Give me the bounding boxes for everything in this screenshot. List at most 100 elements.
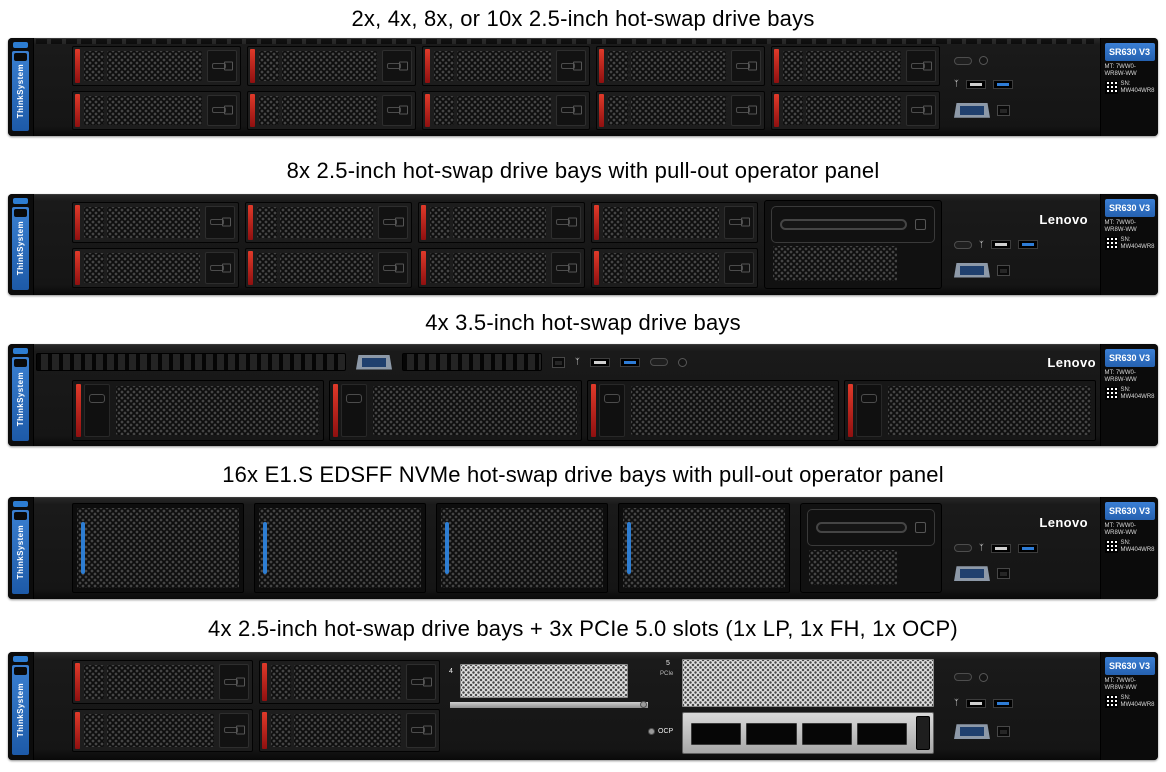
tray-vent <box>107 207 200 238</box>
drive-tray <box>596 90 766 130</box>
top-vent-slots <box>36 39 1094 44</box>
thinksystem-label: ThinkSystem <box>16 63 25 119</box>
vent-slots <box>36 353 346 371</box>
tray-handle <box>855 384 882 437</box>
vga-port <box>954 102 990 118</box>
tray-release-latch <box>421 250 426 285</box>
tray-vent-small <box>608 51 629 81</box>
qr-code <box>1104 387 1118 400</box>
power-button <box>954 673 972 682</box>
right-rack-ear: SR630 V3 MT: 7WW0-WR8W-WW SN: MW404WR8 <box>1100 344 1158 446</box>
tray-release-latch <box>75 250 80 285</box>
tray-release-latch <box>590 384 596 437</box>
tray-vent-small <box>257 252 277 283</box>
drive-bay-grid <box>72 46 940 130</box>
drive-tray-35 <box>843 380 1096 441</box>
thinksystem-tag: ThinkSystem <box>12 207 29 290</box>
usb3-port <box>619 357 640 367</box>
id-button <box>979 56 988 66</box>
drive-tray <box>591 247 758 288</box>
tray-vent <box>373 386 577 435</box>
usb2-port <box>990 240 1011 249</box>
tray-handle <box>724 251 754 284</box>
drive-tray <box>245 202 412 243</box>
sfp-port <box>746 723 797 745</box>
sfp-port <box>801 723 852 745</box>
tray-vent-small <box>608 95 629 125</box>
diagnostics-port <box>552 356 565 368</box>
tray-handle <box>206 50 237 82</box>
tray-vent-small <box>603 252 623 283</box>
qr-code <box>1104 695 1118 708</box>
lenovo-logo: Lenovo <box>1039 514 1088 530</box>
power-button <box>954 240 972 249</box>
tray-handle <box>406 712 436 748</box>
tray-vent <box>626 252 719 283</box>
tray-vent <box>631 51 727 81</box>
tray-release-latch <box>262 663 267 701</box>
serial-number-text: SN: MW404WR8 <box>1120 695 1155 708</box>
tray-vent <box>107 51 202 81</box>
usb-icon: ᛉ <box>954 698 959 707</box>
usb-icon: ᛉ <box>979 543 984 552</box>
tray-vent <box>107 95 202 125</box>
usb-icon: ᛉ <box>954 79 959 88</box>
usb2-port <box>965 698 986 708</box>
tray-vent <box>294 665 401 699</box>
tray-release-latch <box>248 205 253 240</box>
sfp-port <box>856 723 907 745</box>
diagnostics-port <box>997 264 1010 276</box>
tray-release-latch <box>594 250 599 285</box>
vga-port <box>356 354 392 370</box>
drive-tray <box>72 708 253 752</box>
tray-handle <box>206 94 237 126</box>
tray-vent-small <box>603 207 623 238</box>
front-io-panel: ᛉ <box>946 652 1096 760</box>
thumbscrew <box>648 728 655 735</box>
tray-vent <box>107 252 200 283</box>
tray-handle <box>906 94 936 126</box>
slot5-label: 5 <box>666 660 670 667</box>
pcie-slot4-lp-filler <box>460 664 628 698</box>
tray-release-latch <box>249 93 255 127</box>
operator-panel-handle-area <box>807 509 935 546</box>
usb2-port <box>965 79 986 89</box>
operator-panel-vent <box>809 549 897 585</box>
machine-type-text: MT: 7WW0-WR8W-WW <box>1104 370 1137 383</box>
tray-vent-small <box>433 95 454 125</box>
drive-tray <box>771 46 940 86</box>
model-badge: SR630 V3 <box>1104 657 1155 675</box>
qr-code <box>1104 237 1118 250</box>
tray-vent <box>806 95 901 125</box>
drive-activity-bar <box>445 521 449 575</box>
left-rack-ear: ThinkSystem <box>8 344 34 446</box>
qr-code <box>1104 540 1118 553</box>
tray-vent <box>806 51 901 81</box>
pcie-slot5-fh-filler <box>682 659 934 707</box>
thinksystem-tag: ThinkSystem <box>12 51 29 131</box>
operator-panel-vent <box>773 246 897 281</box>
tray-release-latch <box>75 711 80 749</box>
slot5-pcie-text: PCIe <box>660 671 674 677</box>
id-button <box>677 357 687 367</box>
tray-handle <box>381 94 412 126</box>
thinksystem-tag: ThinkSystem <box>12 665 29 755</box>
tray-vent <box>630 386 834 435</box>
model-badge: SR630 V3 <box>1104 502 1155 520</box>
pcie-riser-area: 4 5 PCIe OCP <box>444 652 944 760</box>
tray-vent <box>107 713 214 747</box>
operator-panel-handle-area <box>771 206 935 243</box>
pull-out-operator-panel <box>764 200 942 289</box>
power-button <box>954 544 972 552</box>
tray-vent-small <box>783 95 804 125</box>
serial-number-text: SN: MW404WR8 <box>1120 81 1155 94</box>
drive-tray <box>421 90 591 130</box>
edsff-bay-row <box>72 503 790 593</box>
drive-tray <box>418 247 585 288</box>
latch-blue-marker <box>13 348 28 354</box>
caption-4x25-plus-pcie: 4x 2.5-inch hot-swap drive bays + 3x PCI… <box>208 616 958 641</box>
model-badge: SR630 V3 <box>1104 349 1155 367</box>
left-rack-ear: ThinkSystem <box>8 194 34 295</box>
tray-vent-small <box>258 51 279 81</box>
drive-tray <box>245 247 412 288</box>
